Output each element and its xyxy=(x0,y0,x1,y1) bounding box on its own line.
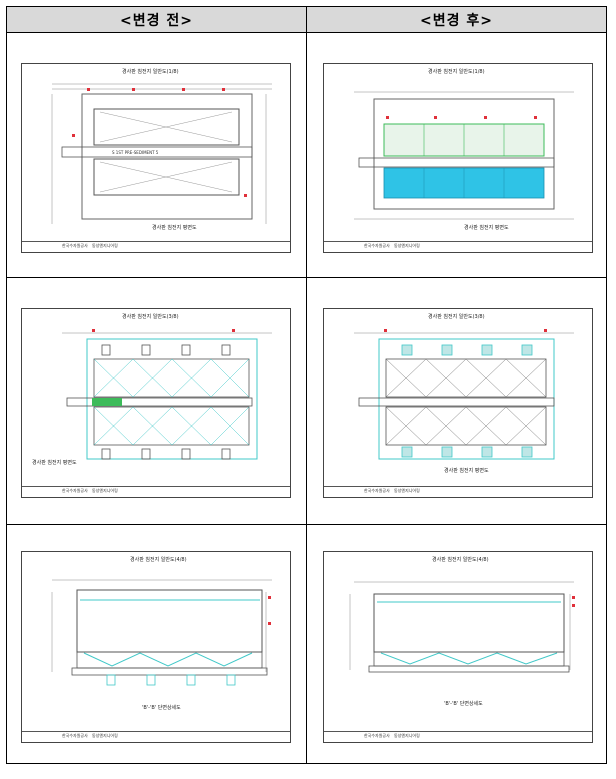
drawing-sheet: 경사판 침전지 일반도(4/8) 'B'-'B' 단면 xyxy=(323,551,593,743)
drawing-sheet: 경사판 침전지 일반도(1/8) xyxy=(323,63,593,253)
title-block: 한국수자원공사 동성엔지니어링 xyxy=(324,241,592,252)
drawing-title: 경사판 침전지 일반도(4/8) xyxy=(130,557,187,563)
drawing-sheet: 경사판 침전지 일반도(4/8) xyxy=(21,551,291,743)
title-block-partner: 동성엔지니어링 xyxy=(394,243,420,248)
plan-drawing xyxy=(354,91,574,220)
plan-drawing xyxy=(354,329,574,460)
title-block: 한국수자원공사 동성엔지니어링 xyxy=(22,731,290,742)
title-block-company: 한국수자원공사 xyxy=(62,733,88,738)
title-block-partner: 동성엔지니어링 xyxy=(394,733,420,738)
drawing-caption: 경사판 침전지 평면도 xyxy=(444,468,489,474)
cell-row3-after: 경사판 침전지 일반도(4/8) 'B'-'B' 단면 xyxy=(306,524,607,764)
drawing-caption: 경사판 침전지 평면도 xyxy=(464,225,509,231)
cell-row1-before: 경사판 침전지 일반도(1/8) S 1ST PRE-SEDIMENT 5 xyxy=(6,32,307,278)
drawing-title: 경사판 침전지 일반도(1/8) xyxy=(428,69,485,75)
strip-label: S 1ST PRE-SEDIMENT 5 xyxy=(112,150,159,155)
title-block-company: 한국수자원공사 xyxy=(364,488,390,493)
title-block-partner: 동성엔지니어링 xyxy=(394,488,420,493)
section-drawing xyxy=(349,581,575,673)
comparison-table: <변경 전> <변경 후> 경사판 침전지 일반도(1/8) S 1ST PRE… xyxy=(6,6,607,764)
header-after: <변경 후> xyxy=(306,6,607,33)
title-block-company: 한국수자원공사 xyxy=(364,243,390,248)
cell-row3-before: 경사판 침전지 일반도(4/8) xyxy=(6,524,307,764)
cell-row1-after: 경사판 침전지 일반도(1/8) xyxy=(306,32,607,278)
title-block: 한국수자원공사 동성엔지니어링 xyxy=(324,486,592,497)
header-before: <변경 전> xyxy=(6,6,307,33)
title-block-partner: 동성엔지니어링 xyxy=(92,243,118,248)
drawing-title: 경사판 침전지 일반도(3/8) xyxy=(428,314,485,320)
title-block-partner: 동성엔지니어링 xyxy=(92,733,118,738)
title-block: 한국수자원공사 동성엔지니어링 xyxy=(22,241,290,252)
drawing-caption: 'B'-'B' 단면상세도 xyxy=(444,701,483,707)
drawing-sheet: 경사판 침전지 일반도(1/8) S 1ST PRE-SEDIMENT 5 xyxy=(21,63,291,253)
drawing-sheet: 경사판 침전지 일반도(3/8) xyxy=(21,308,291,498)
drawing-title: 경사판 침전지 일반도(4/8) xyxy=(432,557,489,563)
drawing-title: 경사판 침전지 일반도(1/8) xyxy=(122,69,179,75)
drawing-caption: 경사판 침전지 평면도 xyxy=(32,460,77,466)
drawing-caption: 'B'-'B' 단면상세도 xyxy=(142,705,181,711)
plan-drawing: S 1ST PRE-SEDIMENT 5 xyxy=(51,83,272,224)
title-block: 한국수자원공사 동성엔지니어링 xyxy=(22,486,290,497)
section-drawing xyxy=(51,579,272,686)
plan-drawing xyxy=(62,329,272,460)
title-block-partner: 동성엔지니어링 xyxy=(92,488,118,493)
title-block-company: 한국수자원공사 xyxy=(62,243,88,248)
cell-row2-before: 경사판 침전지 일반도(3/8) xyxy=(6,277,307,525)
title-block: 한국수자원공사 동성엔지니어링 xyxy=(324,731,592,742)
title-block-company: 한국수자원공사 xyxy=(62,488,88,493)
drawing-sheet: 경사판 침전지 일반도(3/8) xyxy=(323,308,593,498)
title-block-company: 한국수자원공사 xyxy=(364,733,390,738)
drawing-title: 경사판 침전지 일반도(3/8) xyxy=(122,314,179,320)
cell-row2-after: 경사판 침전지 일반도(3/8) xyxy=(306,277,607,525)
drawing-caption: 경사판 침전지 평면도 xyxy=(152,225,197,231)
